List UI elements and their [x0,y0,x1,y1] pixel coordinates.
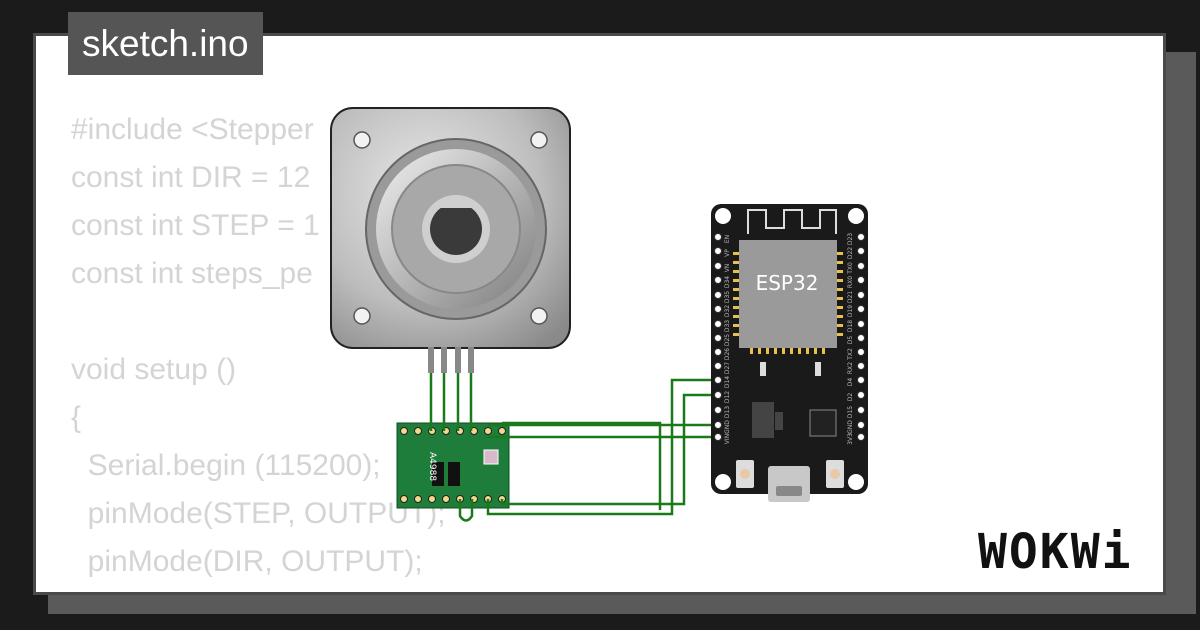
esp32-pin-label: D12 [724,391,731,403]
esp32-pin-label: D4 [847,378,854,387]
esp32-pin-label: GND [847,420,854,434]
stepper-motor[interactable] [330,107,571,373]
esp32-pin-label: D14 [724,376,731,388]
esp32-pin-label: RX2 [847,362,854,374]
esp32-pin-label: VP [724,249,731,257]
esp32-pin-label: D32 [724,305,731,317]
code-line: pinMode(DIR, OUTPUT); [71,545,423,578]
esp32-pin-label: TX2 [847,348,854,361]
esp32-pin-label: D15 [847,406,854,418]
esp32-pin-label: VIN [724,434,731,444]
code-line: Serial.begin (115200); [71,449,381,482]
esp32-pin-label: EN [724,235,731,243]
esp32-pin-label: D25 [724,334,731,346]
esp32-pin-label: D18 [847,320,854,332]
code-line: { [71,401,82,434]
code-line: const int STEP = 1 [71,209,320,242]
svg-text:A4988: A4988 [427,452,437,481]
wires [429,373,720,522]
code-line: #include <Stepper [71,113,314,146]
esp32-pin-label: D33 [724,320,731,332]
esp32-right-pin-labels: D23D22TX0RX0D21D19D18D5TX2RX2D4D2D15GND3… [847,233,854,445]
esp32-pin-label: D23 [847,233,854,245]
esp32-pin-label: D2 [847,393,854,402]
esp32-pin-label: D21 [847,291,854,303]
code-line: pinMode(STEP, OUTPUT); [71,497,446,530]
esp32-pin-label: D5 [847,336,854,345]
esp32-pin-label: D13 [724,406,731,418]
esp32-left-pin-labels: EN VP VN D34D35D32D33D25D26D27D14D12D13GNDV… [724,235,731,444]
esp32-pin-label: D19 [847,305,854,317]
esp32-pin-label: D22 [847,247,854,259]
code-line: void setup () [71,353,237,386]
esp32-pin-label: D27 [724,362,731,374]
esp32-board[interactable]: ESP32 ENVPVND34D35D32D33D25D26D27D14D12D… [711,204,868,502]
esp32-pin-label: 3V3 [847,433,854,445]
esp32-label: ESP32 [756,271,819,295]
esp32-pin-label: D35 [724,291,731,303]
file-tab[interactable]: sketch.ino [68,12,263,75]
code-line: const int DIR = 12 [71,161,311,194]
code-preview: #include <Stepper const int DIR = 12 const… [71,106,446,586]
preview-card: #include <Stepper const int DIR = 12 const… [33,33,1166,595]
code-line: const int steps_pe [71,257,313,290]
esp32-pin-label: RX0 [847,276,854,288]
wokwi-logo: WOKWi [978,524,1133,580]
esp32-pin-label: TX0 [847,262,854,275]
esp32-pin-label: VN [724,264,731,273]
esp32-pin-label: D26 [724,348,731,360]
esp32-pin-label: D34 [724,276,731,288]
esp32-pin-label: GND [724,420,731,434]
